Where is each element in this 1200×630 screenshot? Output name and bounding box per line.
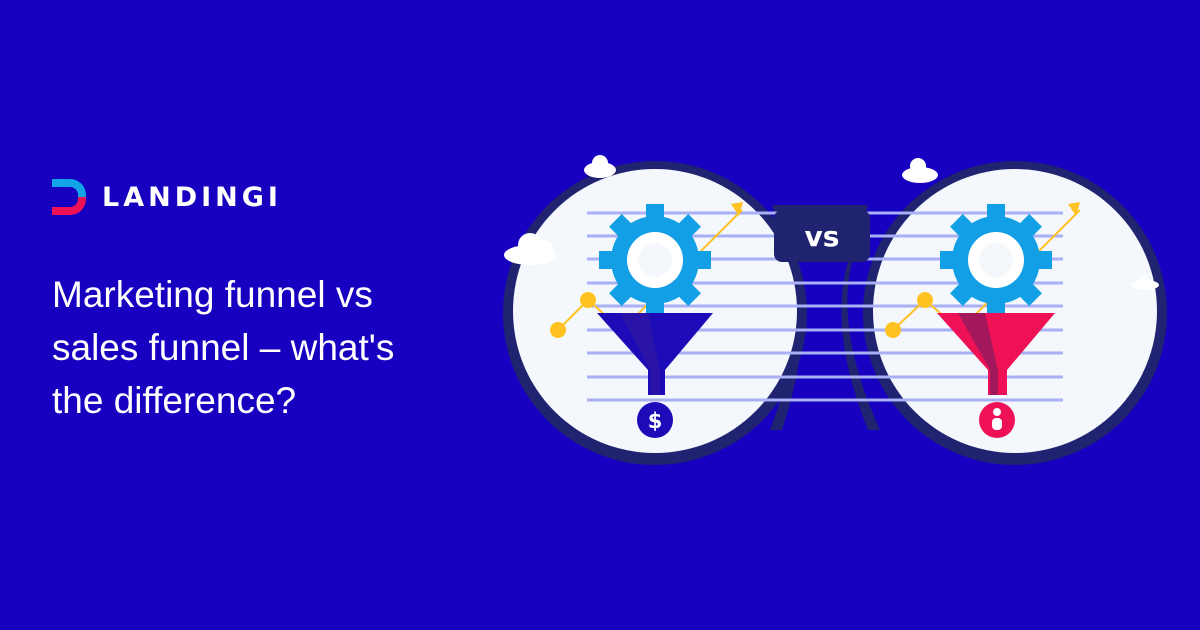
- gear-icon: [599, 204, 711, 316]
- page-title: Marketing funnel vs sales funnel – what'…: [52, 268, 492, 427]
- funnel-icon: [597, 313, 713, 395]
- title-line-2: sales funnel – what's: [52, 327, 395, 368]
- brand-name: LANDINGI: [102, 181, 282, 213]
- title-line-1: Marketing funnel vs: [52, 274, 373, 315]
- cloud-icon: [504, 155, 1159, 290]
- dollar-icon: $: [637, 402, 673, 438]
- arrow-head-icon: [731, 202, 743, 216]
- funnel-icon: [937, 313, 1055, 395]
- person-icon: [979, 402, 1015, 438]
- brand-logo: LANDINGI: [52, 177, 282, 217]
- landingi-d-mark-icon: [52, 179, 86, 215]
- title-line-3: the difference?: [52, 380, 297, 421]
- gear-icon: [940, 204, 1052, 316]
- vs-badge: vs: [774, 210, 870, 262]
- svg-text:$: $: [648, 409, 663, 433]
- vs-label: vs: [805, 220, 840, 253]
